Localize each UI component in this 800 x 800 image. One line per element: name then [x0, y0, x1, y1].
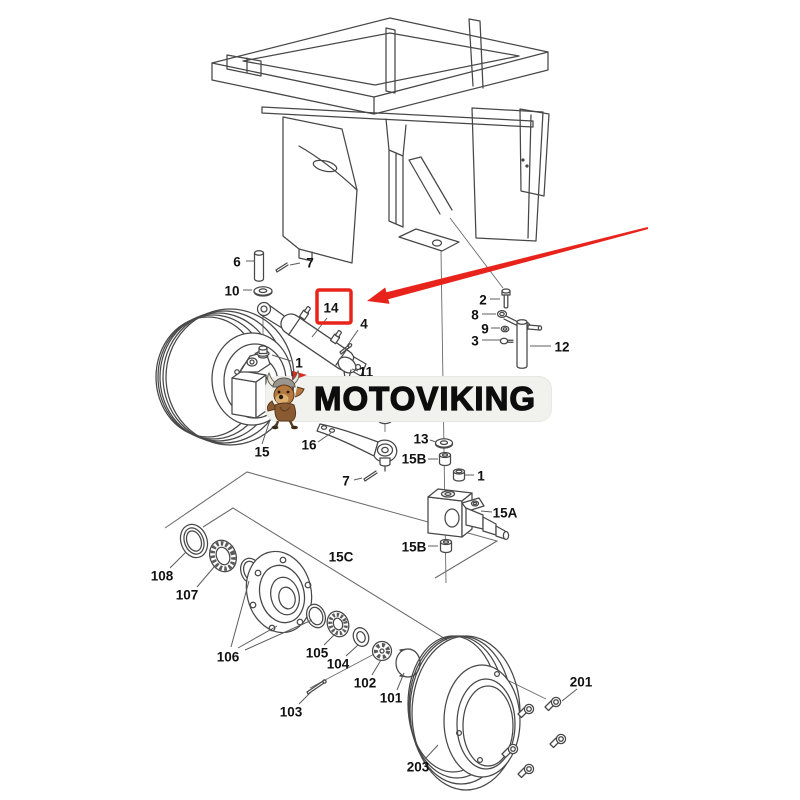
part-label-201: 201: [570, 675, 593, 690]
leader-line-107: [196, 566, 215, 588]
leader-line-15A: [480, 510, 493, 513]
part-label-104: 104: [327, 657, 350, 672]
hub-assembly-15C: [179, 523, 421, 695]
leader-line-16: [317, 432, 332, 443]
part-label-12: 12: [554, 340, 569, 355]
part-label-106: 106: [217, 650, 240, 665]
part-label-16: 16: [301, 438, 317, 453]
viking-dog-icon: [267, 369, 307, 430]
part-label-107: 107: [176, 588, 199, 603]
chassis-frame-drawing: [211, 17, 550, 264]
wheel-bolts-201: [501, 696, 567, 779]
part-label-11: 11: [359, 365, 374, 380]
part-label-2: 2: [479, 293, 487, 308]
watermark-text: MOTOVIKING: [313, 379, 537, 417]
part-label-10: 10: [224, 284, 239, 299]
bolt-2: [501, 288, 511, 309]
part-label-105: 105: [306, 646, 329, 661]
part-label-15A: 15A: [493, 506, 518, 521]
seal-108: [179, 523, 209, 559]
wheel-203: [407, 635, 521, 791]
part-label-13: 13: [413, 432, 429, 447]
part-label-1: 1: [295, 356, 303, 371]
part-label-15: 15: [254, 445, 270, 460]
leader-line-7: [353, 477, 363, 481]
pin-6: [253, 250, 265, 282]
bushing-15B-lower: [439, 538, 453, 554]
part-label-15C: 15C: [329, 550, 354, 565]
leader-line-13: [429, 439, 437, 443]
knuckle-group-15A: [427, 438, 510, 554]
nut-1-upper: [256, 345, 270, 357]
leader-line-7: [289, 262, 301, 266]
part-label-15B: 15B: [402, 540, 427, 555]
cylinder-port-b: [329, 330, 342, 345]
leader-line-105: [323, 633, 336, 646]
leader-line-108: [169, 551, 187, 569]
leader-line-106: [244, 619, 313, 651]
part-label-203: 203: [407, 760, 430, 775]
part-label-15B: 15B: [402, 452, 427, 467]
washer-10: [253, 286, 273, 297]
cylinder-port-a: [298, 306, 311, 321]
part-label-103: 103: [280, 705, 303, 720]
bearing-107: [208, 539, 238, 573]
part-label-6: 6: [233, 255, 241, 270]
part-label-3: 3: [471, 334, 479, 349]
highlight-box: [315, 288, 353, 325]
leader-line-102: [371, 659, 382, 676]
part-label-101: 101: [380, 691, 403, 706]
leader-line-201: [561, 688, 578, 702]
nut-9: [500, 325, 510, 333]
part-label-14: 14: [323, 301, 339, 316]
bolt-3: [499, 337, 514, 345]
leader-line-103: [298, 691, 312, 705]
pin-7-lower: [363, 470, 378, 482]
leader-line-4: [346, 329, 359, 347]
leader-line-14: [311, 317, 328, 338]
pointer-arrow: [367, 227, 649, 304]
leader-line-11: [351, 368, 359, 372]
fastener-group-right: [496, 288, 543, 369]
pin-12: [516, 319, 543, 369]
washer-13: [434, 438, 454, 449]
leader-line-203: [424, 744, 439, 760]
leader-line-106: [237, 625, 278, 649]
wheel-hub: [245, 550, 313, 634]
castle-nut-102: [371, 640, 393, 662]
part-label-108: 108: [151, 569, 174, 584]
part-label-4: 4: [360, 317, 368, 332]
ring-106-b: [305, 603, 327, 629]
leader-line-106: [230, 580, 250, 648]
washer-104: [352, 627, 370, 647]
bearing-105: [326, 610, 350, 638]
part-label-8: 8: [471, 308, 479, 323]
part-label-1: 1: [477, 469, 485, 484]
watermark-badge: MOTOVIKING: [266, 369, 551, 430]
pin-7-upper: [275, 262, 289, 273]
leader-line-101: [396, 672, 405, 691]
part-label-102: 102: [354, 676, 377, 691]
part-label-9: 9: [481, 322, 489, 337]
assembly-group-outlines: [164, 471, 499, 641]
leader-line-104: [345, 644, 359, 657]
part-label-7: 7: [306, 256, 314, 271]
bushing-15B-upper: [438, 451, 452, 467]
cap-1-lower: [452, 468, 466, 482]
cotter-pin-103: [306, 679, 327, 695]
part-label-7: 7: [342, 474, 350, 489]
steering-arm-16: [316, 417, 398, 472]
leader-line-1: [271, 354, 292, 362]
